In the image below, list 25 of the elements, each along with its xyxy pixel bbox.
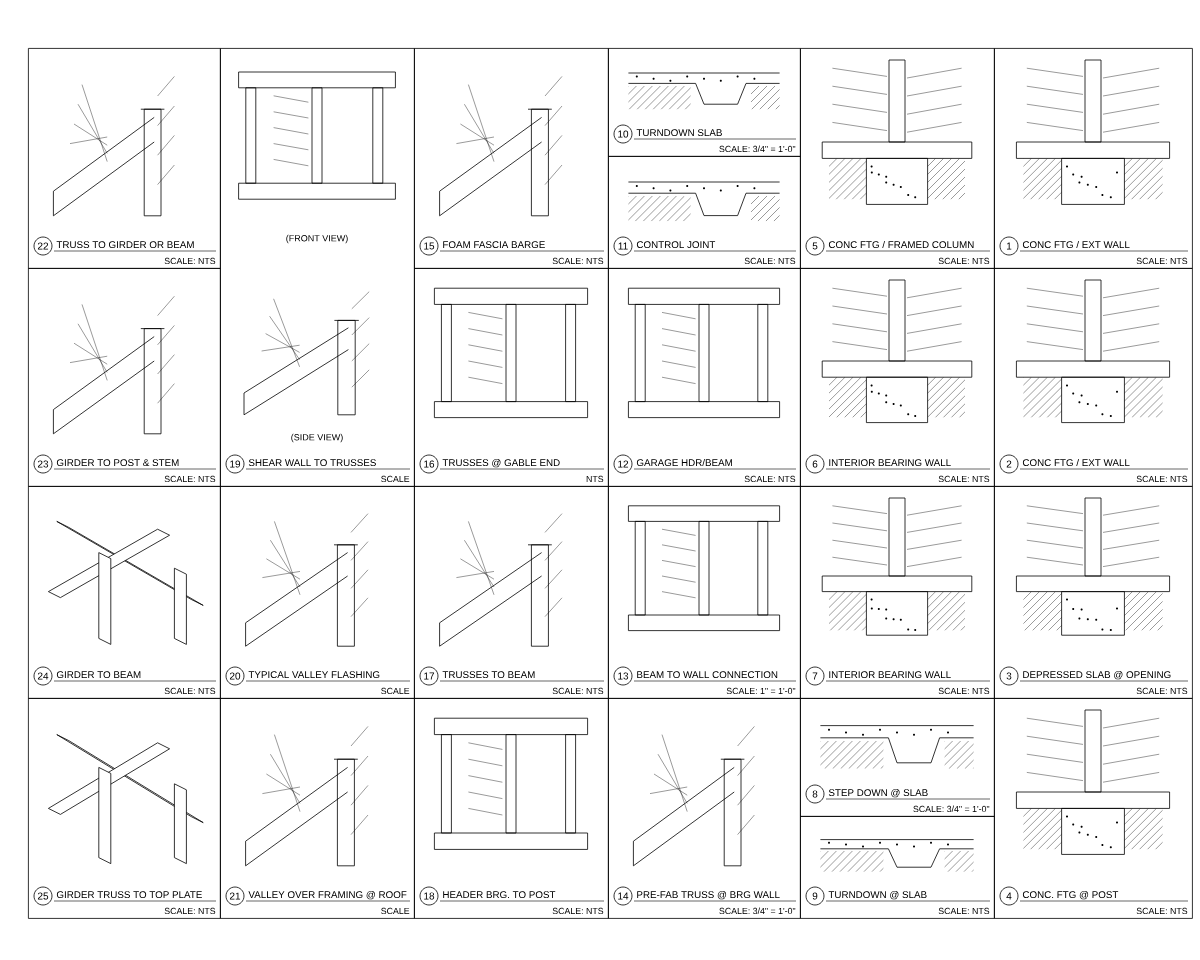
- detail-panel: [28, 698, 221, 919]
- detail-panel: [608, 486, 801, 699]
- detail-panel: [608, 156, 801, 269]
- detail-panel: [608, 268, 801, 487]
- detail-panel: [800, 48, 995, 269]
- detail-panel: [220, 48, 415, 487]
- detail-panel: [608, 698, 801, 919]
- detail-panel: [994, 48, 1193, 269]
- detail-panel: [994, 698, 1193, 919]
- detail-panel: [994, 486, 1193, 699]
- detail-panel: [414, 48, 609, 269]
- detail-panel: [28, 48, 221, 269]
- detail-panel: [608, 48, 801, 157]
- detail-panel: [800, 816, 995, 919]
- detail-panel: [414, 486, 609, 699]
- detail-panel: [800, 486, 995, 699]
- detail-panel: [28, 268, 221, 487]
- detail-panel: [220, 486, 415, 699]
- detail-panel: [220, 698, 415, 919]
- detail-panel: [800, 698, 995, 817]
- detail-panel: [994, 268, 1193, 487]
- detail-panel: [414, 698, 609, 919]
- detail-panel: [414, 268, 609, 487]
- detail-panel: [800, 268, 995, 487]
- detail-panel: [28, 486, 221, 699]
